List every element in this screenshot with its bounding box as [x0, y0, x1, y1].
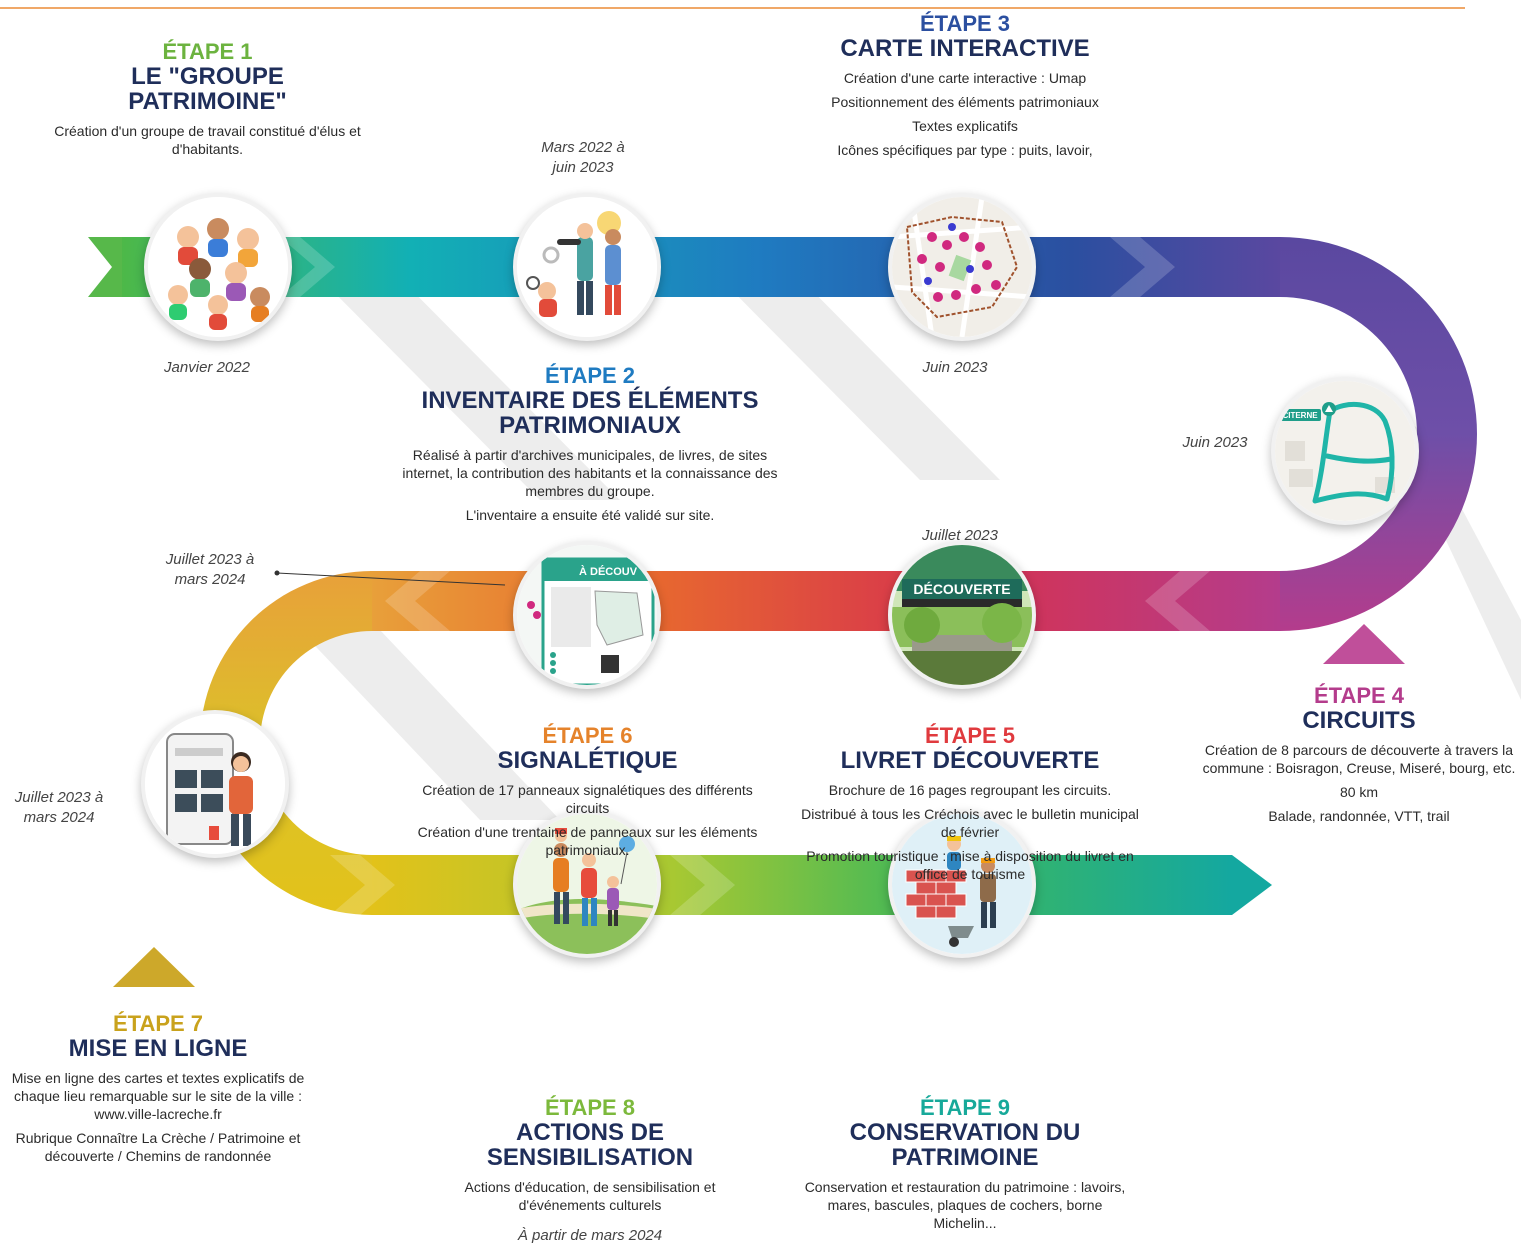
step5-title: LIVRET DÉCOUVERTE: [840, 747, 1100, 774]
step9-desc: Conservation et restauration du patrimoi…: [800, 1178, 1130, 1232]
builders-illustration: [892, 814, 1032, 954]
step2-title: INVENTAIRE DES ÉLÉMENTS PATRIMONIAUX: [421, 387, 759, 439]
road-start-arrow: [88, 237, 122, 297]
step5-desc-line: Distribué à tous les Créchois avec le bu…: [801, 806, 1139, 840]
step8-desc: Actions d'éducation, de sensibilisation …: [430, 1178, 750, 1214]
step7-number: ÉTAPE 7: [112, 1011, 204, 1036]
step9-desc-line: Conservation et restauration du patrimoi…: [804, 1179, 1126, 1231]
step7-date: Juillet 2023 à mars 2024: [14, 789, 104, 826]
step7-title: MISE EN LIGNE: [68, 1035, 248, 1062]
citerne-map-label: CITERNE: [1282, 411, 1318, 420]
step6-date: Juillet 2023 à mars 2024: [165, 551, 255, 588]
step1-date: Janvier 2022: [164, 359, 250, 376]
step5-number: ÉTAPE 5: [924, 723, 1016, 748]
family-walk-illustration: [517, 814, 657, 954]
step1-desc-line: Création d'un groupe de travail constitu…: [54, 123, 361, 157]
step1-block: ÉTAPE 1 LE "GROUPE PATRIMOINE" Création …: [40, 40, 375, 164]
online-phone-illustration: [145, 714, 285, 854]
step7-image: [141, 710, 289, 858]
step9-number: ÉTAPE 9: [919, 1095, 1011, 1120]
step4-desc-line: 80 km: [1339, 784, 1379, 800]
step5-block: ÉTAPE 5 LIVRET DÉCOUVERTE Brochure de 16…: [790, 724, 1150, 889]
step6-block: ÉTAPE 6 SIGNALÉTIQUE Création de 17 pann…: [410, 724, 765, 865]
step7-triangle-icon: [113, 947, 195, 987]
step6-title: SIGNALÉTIQUE: [497, 747, 678, 774]
step7-block: ÉTAPE 7 MISE EN LIGNE Mise en ligne des …: [0, 1012, 316, 1171]
step2-desc-line: L'inventaire a ensuite été validé sur si…: [465, 507, 715, 523]
step5-desc-line: Promotion touristique : mise à dispositi…: [806, 848, 1134, 882]
step4-number: ÉTAPE 4: [1313, 683, 1405, 708]
step3-desc-line: Textes explicatifs: [912, 118, 1018, 134]
step7-desc-line: Mise en ligne des cartes et textes expli…: [11, 1070, 305, 1122]
step8-date: À partir de mars 2024: [517, 1227, 663, 1244]
step7-desc-line: Rubrique Connaître La Crèche / Patrimoin…: [15, 1130, 301, 1164]
step3-date: Juin 2023: [922, 359, 988, 376]
step4-desc: Création de 8 parcours de découverte à t…: [1200, 741, 1518, 825]
group-people-illustration: [148, 197, 288, 337]
step9-title: CONSERVATION DU PATRIMOINE: [849, 1119, 1081, 1171]
step3-desc-line: Positionnement des éléments patrimoniaux: [831, 94, 1099, 110]
road-segment-3: [370, 571, 1280, 631]
step3-block: ÉTAPE 3 CARTE INTERACTIVE Création d'une…: [770, 12, 1160, 165]
step6-desc: Création de 17 panneaux signalétiques de…: [415, 781, 760, 859]
step6-image: À DÉCOUV: [513, 541, 661, 689]
booklet-label: DÉCOUVERTE: [913, 581, 1010, 597]
step8-block: ÉTAPE 8 ACTIONS DE SENSIBILISATION Actio…: [420, 1096, 760, 1220]
step3-desc-line: Création d'une carte interactive : Umap: [843, 70, 1087, 86]
step8-title: ACTIONS DE SENSIBILISATION: [486, 1119, 694, 1171]
step2-desc: Réalisé à partir d'archives municipales,…: [395, 446, 785, 524]
step6-number: ÉTAPE 6: [542, 723, 633, 748]
step6-desc-line: Création de 17 panneaux signalétiques de…: [422, 782, 753, 816]
step2-number: ÉTAPE 2: [544, 363, 636, 388]
step3-desc-line: Icônes spécifiques par type : puits, lav…: [837, 142, 1093, 158]
step4-date: Juin 2023: [1182, 434, 1248, 451]
step3-image: [888, 193, 1036, 341]
leader-dot: [274, 570, 280, 576]
road-shadow: [300, 258, 1521, 820]
step3-desc: Création d'une carte interactive : Umap …: [770, 69, 1160, 159]
road-end-arrow: [1232, 855, 1272, 915]
step5-desc: Brochure de 16 pages regroupant les circ…: [798, 781, 1143, 883]
booklet-cover-image: DÉCOUVERTE: [892, 545, 1032, 685]
step4-title: CIRCUITS: [1302, 707, 1416, 734]
search-telescope-illustration: [517, 197, 657, 337]
step2-desc-line: Réalisé à partir d'archives municipales,…: [402, 447, 778, 499]
circuit-map-image: CITERNE: [1275, 381, 1415, 521]
step8-image: [513, 810, 661, 958]
signage-panel-image: À DÉCOUV: [517, 545, 657, 685]
step6-desc-line: Création d'une trentaine de panneaux sur…: [417, 824, 758, 858]
step4-desc-line: Balade, randonnée, VTT, trail: [1268, 808, 1450, 824]
step9-image: [888, 810, 1036, 958]
step8-desc-line: Actions d'éducation, de sensibilisation …: [464, 1179, 716, 1213]
step4-image: CITERNE: [1271, 377, 1419, 525]
step2-image: [513, 193, 661, 341]
step5-desc-line: Brochure de 16 pages regroupant les circ…: [828, 782, 1112, 798]
step5-image: DÉCOUVERTE: [888, 541, 1036, 689]
interactive-map-image: [892, 197, 1032, 337]
step3-title: CARTE INTERACTIVE: [840, 35, 1090, 62]
step4-desc-line: Création de 8 parcours de découverte à t…: [1202, 742, 1516, 776]
top-divider: [0, 7, 1465, 9]
step4-block: ÉTAPE 4 CIRCUITS Création de 8 parcours …: [1200, 684, 1518, 831]
step8-number: ÉTAPE 8: [544, 1095, 636, 1120]
step7-desc: Mise en ligne des cartes et textes expli…: [3, 1069, 313, 1165]
step2-block: ÉTAPE 2 INVENTAIRE DES ÉLÉMENTS PATRIMON…: [390, 364, 790, 530]
road-chevrons: [280, 237, 1210, 915]
step1-title: LE "GROUPE PATRIMOINE": [128, 63, 287, 115]
panel-label: À DÉCOUV: [579, 565, 638, 578]
step2-date: Mars 2022 à juin 2023: [541, 139, 625, 176]
step5-date: Juillet 2023: [922, 527, 998, 544]
step3-number: ÉTAPE 3: [919, 11, 1011, 36]
step1-number: ÉTAPE 1: [162, 39, 253, 64]
step4-triangle-icon: [1323, 624, 1405, 664]
leader-line: [276, 572, 506, 586]
step1-desc: Création d'un groupe de travail constitu…: [48, 122, 368, 158]
step9-block: ÉTAPE 9 CONSERVATION DU PATRIMOINE Conse…: [785, 1096, 1145, 1238]
road-curve-right: [1280, 237, 1477, 631]
step1-image: [144, 193, 292, 341]
